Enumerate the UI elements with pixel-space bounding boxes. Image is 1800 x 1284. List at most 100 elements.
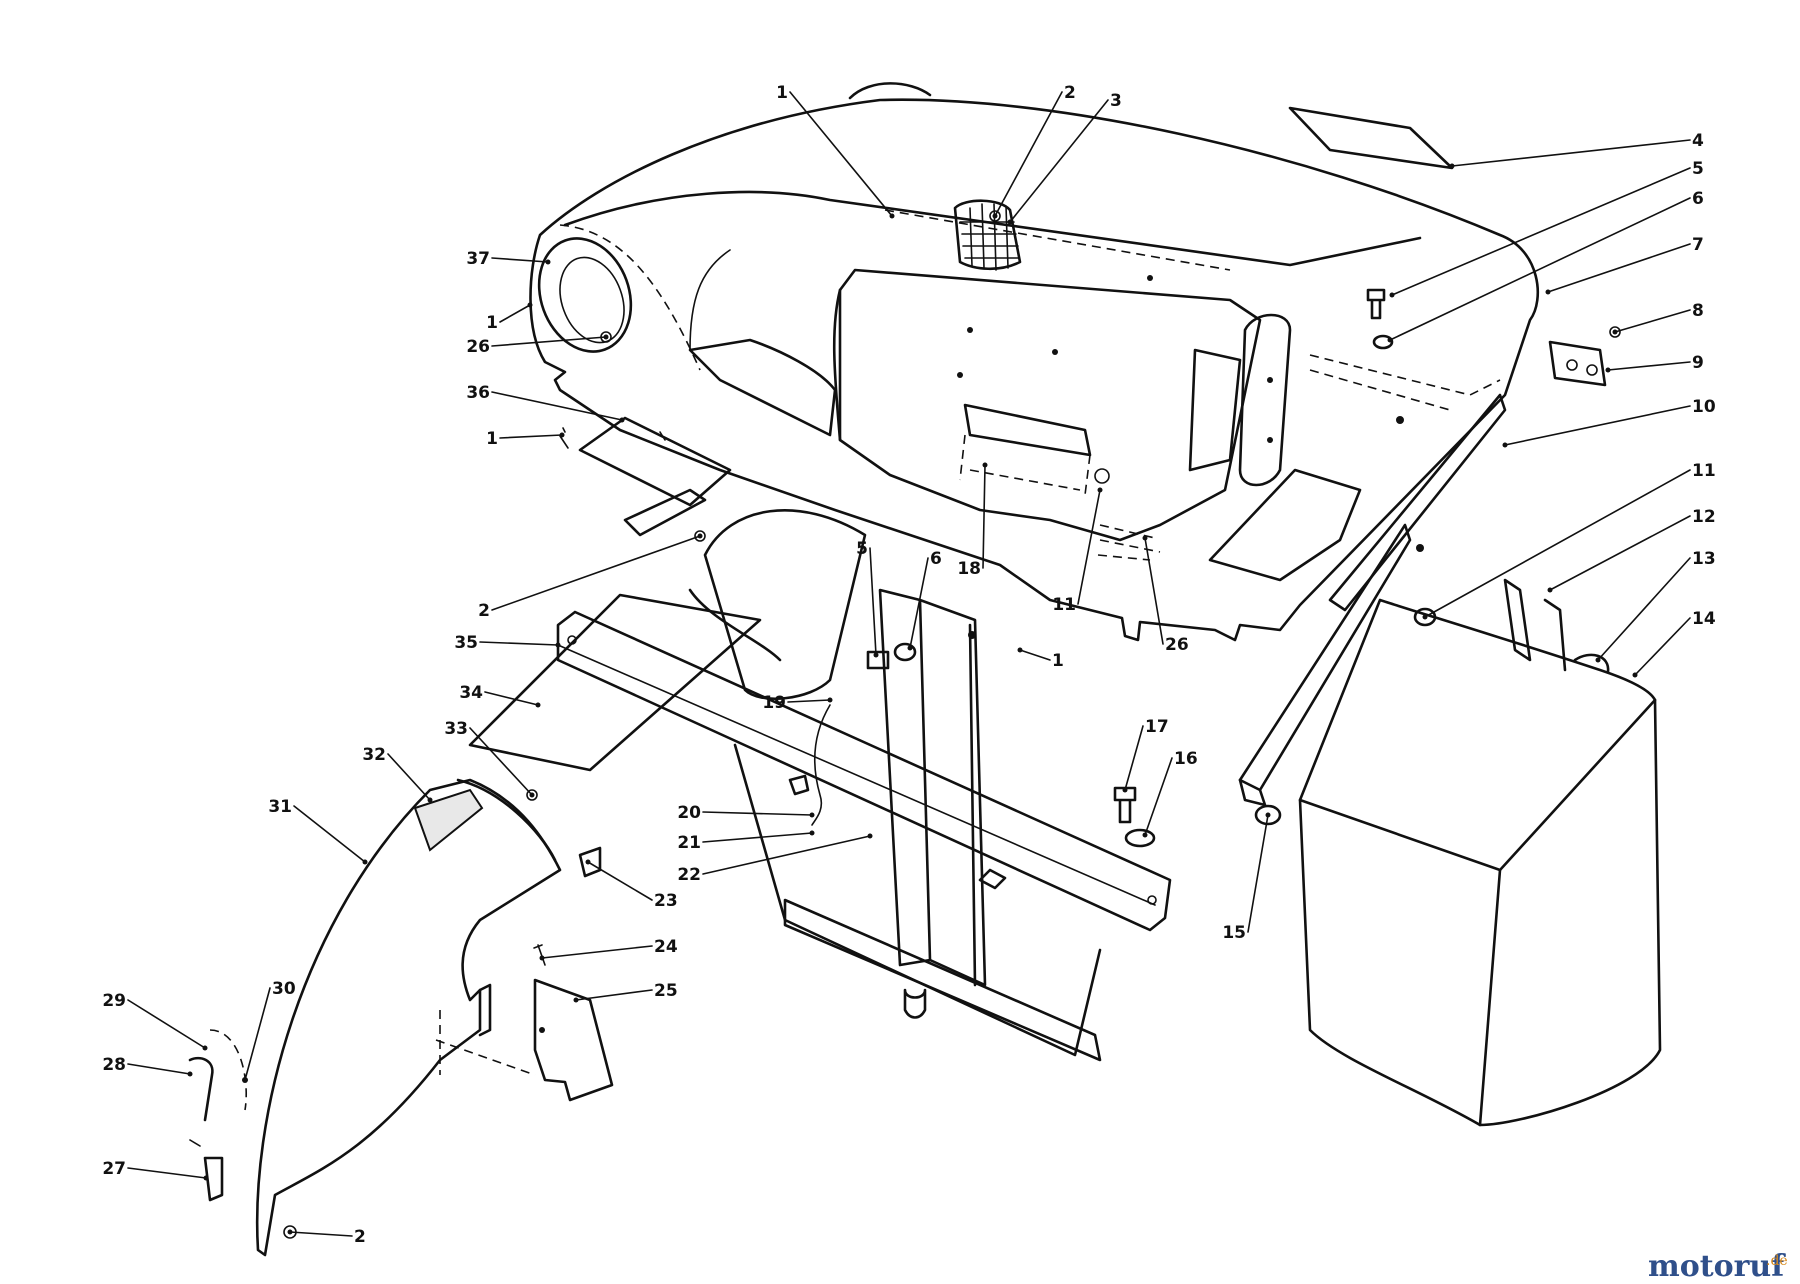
leader-line bbox=[491, 535, 701, 611]
part-number-label: 9 bbox=[1692, 353, 1704, 373]
leader-tip bbox=[527, 302, 533, 308]
bolt-washer-right bbox=[1366, 288, 1394, 350]
leader-tip bbox=[1422, 614, 1428, 620]
part-number-label: 20 bbox=[677, 803, 701, 823]
center-bracket bbox=[959, 403, 1110, 496]
leader-line bbox=[491, 391, 623, 421]
part-number-label: 2 bbox=[354, 1227, 366, 1247]
leader-line bbox=[499, 304, 531, 323]
part-number-label: 36 bbox=[466, 383, 490, 403]
leader-line bbox=[1391, 167, 1691, 296]
vertical-channel bbox=[878, 588, 987, 987]
leader-line bbox=[1424, 469, 1691, 618]
leader-line bbox=[127, 999, 206, 1049]
leader-line bbox=[484, 691, 539, 706]
hood-assembly bbox=[529, 82, 1540, 642]
leader-line bbox=[479, 641, 559, 646]
leader-line bbox=[994, 91, 1063, 217]
leader-tip bbox=[809, 830, 815, 836]
leader-line bbox=[244, 987, 271, 1081]
part-number-label: 37 bbox=[466, 249, 490, 269]
leader-line bbox=[869, 547, 877, 656]
hinge-bracket bbox=[1548, 326, 1621, 387]
leader-line bbox=[541, 945, 653, 959]
leader-line bbox=[1124, 725, 1144, 791]
leader-tip bbox=[187, 1071, 193, 1077]
part-number-label: 26 bbox=[466, 337, 490, 357]
leader-tip bbox=[362, 859, 368, 865]
leader-tip bbox=[1265, 812, 1271, 818]
leader-line bbox=[1547, 243, 1691, 293]
leader-line bbox=[1504, 405, 1691, 446]
leader-line bbox=[1389, 197, 1691, 341]
leader-tip bbox=[1389, 292, 1395, 298]
leader-tip bbox=[1387, 337, 1393, 343]
leader-line bbox=[1607, 361, 1691, 371]
leader-line bbox=[1009, 99, 1109, 223]
decal-plate bbox=[1288, 106, 1454, 170]
leader-line bbox=[491, 336, 607, 347]
part-number-label: 1 bbox=[486, 313, 498, 333]
side-rail bbox=[1238, 523, 1437, 826]
leader-tip bbox=[889, 213, 895, 219]
part-number-label: 32 bbox=[362, 745, 386, 765]
leader-line bbox=[702, 832, 813, 843]
leader-tip bbox=[827, 697, 833, 703]
leader-tip bbox=[203, 1175, 209, 1181]
part-number-label: 5 bbox=[856, 539, 868, 559]
part-number-label: 1 bbox=[776, 83, 788, 103]
leader-line bbox=[127, 1167, 207, 1179]
leader-line bbox=[1614, 309, 1691, 333]
leader-line bbox=[787, 699, 831, 703]
leader-tip bbox=[585, 859, 591, 865]
part-number-label: 29 bbox=[102, 991, 126, 1011]
leader-tip bbox=[907, 645, 913, 651]
part-number-label: 4 bbox=[1692, 131, 1704, 151]
collection-bag bbox=[1298, 578, 1662, 1127]
part-number-label: 35 bbox=[454, 633, 478, 653]
leader-line bbox=[982, 464, 986, 569]
leader-tip bbox=[535, 702, 541, 708]
leader-line bbox=[469, 727, 533, 796]
leader-tip bbox=[1122, 787, 1128, 793]
leader-line bbox=[289, 1231, 353, 1237]
leader-tip bbox=[202, 1045, 208, 1051]
leader-tip bbox=[555, 642, 561, 648]
lower-frame bbox=[733, 743, 1102, 1062]
leader-tip bbox=[867, 833, 873, 839]
leader-tip bbox=[619, 417, 625, 423]
part-number-label: 3 bbox=[1110, 91, 1122, 111]
discharge-chute bbox=[255, 778, 562, 1257]
leader-tip bbox=[1547, 587, 1553, 593]
leader-tip bbox=[1449, 163, 1455, 169]
part-number-label: 2 bbox=[1064, 83, 1076, 103]
leader-line bbox=[1077, 489, 1101, 605]
part-number-label: 34 bbox=[459, 683, 483, 703]
part-number-label: 31 bbox=[268, 797, 292, 817]
screen-grille bbox=[953, 199, 1022, 271]
leader-tip bbox=[1007, 219, 1013, 225]
leader-tip bbox=[1595, 657, 1601, 663]
intake-ring bbox=[537, 237, 633, 353]
leader-tip bbox=[1142, 832, 1148, 838]
leader-tip bbox=[1605, 367, 1611, 373]
leader-tip bbox=[242, 1077, 248, 1083]
leader-tip bbox=[982, 462, 988, 468]
part-number-label: 21 bbox=[677, 833, 701, 853]
deflector-plate bbox=[533, 978, 614, 1102]
leader-tip bbox=[1502, 442, 1508, 448]
part-number-label: 23 bbox=[654, 891, 678, 911]
bolt-washer-channel bbox=[866, 631, 976, 670]
leader-line bbox=[127, 1063, 191, 1075]
leader-tip bbox=[1632, 672, 1638, 678]
leader-tip bbox=[539, 955, 545, 961]
leader-tip bbox=[545, 259, 551, 265]
part-number-label: 33 bbox=[444, 719, 468, 739]
leader-line bbox=[1144, 537, 1164, 645]
leader-tip bbox=[573, 997, 579, 1003]
part-number-label: 13 bbox=[1692, 549, 1716, 569]
leader-line bbox=[1019, 649, 1051, 661]
leader-tip bbox=[1545, 289, 1551, 295]
